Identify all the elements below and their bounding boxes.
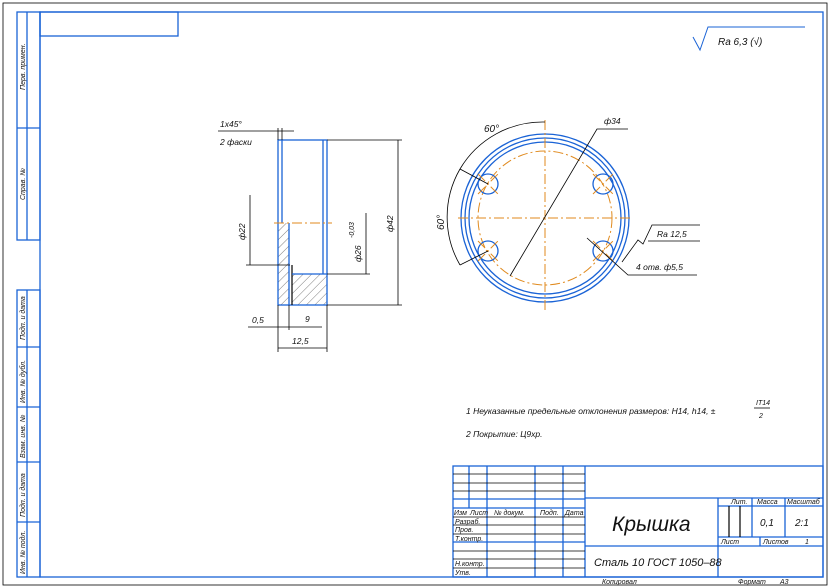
header-izm: Изм	[454, 510, 467, 517]
roughness-general: Ra 6,3 (√)	[718, 36, 762, 48]
mass-label: Масса	[757, 499, 778, 506]
diameter-26-tolerance: -0,03	[349, 222, 356, 238]
stamp-label: Подп. и дата	[19, 473, 27, 517]
diameter-34: ф34	[604, 116, 621, 126]
roughness-symbol: Ra 6,3 (√)	[692, 26, 805, 52]
dim-12-5: 12,5	[292, 336, 309, 346]
format-label: Формат	[738, 579, 766, 586]
chamfer-note: 2 фаски	[219, 137, 252, 147]
header-doc: № докум.	[494, 509, 525, 517]
stamp-label: Справ. №	[20, 168, 27, 200]
sheets-value: 1	[805, 539, 809, 546]
section-view: 1x45° 2 фаски ф42 ф22 ф26 -0,03 0,5 9 12…	[218, 119, 402, 352]
note-fraction-num: IT14	[756, 400, 770, 407]
role-label: Разраб.	[455, 518, 480, 526]
side-stamp-column: Перв. примен. Справ. № Подп. и дата Инв.…	[16, 11, 41, 578]
technical-notes: 1 Неуказанные предельные отклонения разм…	[465, 400, 770, 439]
sheet-label: Лист	[720, 539, 739, 546]
top-left-box	[39, 11, 179, 37]
dim-9: 9	[305, 314, 310, 324]
angle-60-top: 60°	[484, 124, 499, 135]
note-1: 1 Неуказанные предельные отклонения разм…	[466, 406, 716, 416]
note-2: 2 Покрытие: Ц9хр.	[465, 429, 542, 439]
chamfer-dimension: 1x45°	[220, 119, 242, 129]
diameter-22: ф22	[237, 223, 247, 240]
stamp-label: Инв. № дубл.	[19, 360, 27, 403]
role-label: Утв.	[454, 570, 471, 577]
scale-value: 2:1	[794, 518, 809, 529]
diameter-26: ф26	[353, 245, 363, 262]
format-value: А3	[779, 579, 789, 586]
header-list: Лист	[469, 510, 488, 517]
part-name: Крышка	[612, 513, 691, 536]
role-label: Пров.	[455, 527, 474, 534]
material: Сталь 10 ГОСТ 1050–88	[594, 557, 723, 569]
stamp-label: Инв. № подл.	[19, 531, 27, 574]
holes-callout: 4 отв. ф5,5	[636, 262, 683, 272]
header-date: Дата	[564, 510, 584, 517]
note-fraction-den: 2	[758, 413, 763, 420]
mass-value: 0,1	[760, 518, 774, 529]
sheets-label: Листов	[762, 539, 789, 546]
copied-label: Копировал	[602, 579, 637, 586]
header-sign: Подп.	[540, 509, 559, 517]
stamp-label: Подп. и дата	[19, 296, 27, 340]
title-block: Изм Лист № докум. Подп. Дата Разраб. Про…	[452, 465, 824, 586]
plan-view: ф34 60° 60° 4 отв. ф5,5 Ra 12,5	[436, 116, 700, 310]
drawing-frame	[39, 11, 824, 578]
lit-label: Лит.	[730, 499, 747, 506]
role-label: Т.контр.	[455, 536, 483, 543]
dim-0-5: 0,5	[252, 315, 264, 325]
stamp-label: Взам. инв. №	[20, 414, 27, 458]
roughness-holes: Ra 12,5	[657, 229, 687, 239]
role-label: Н.контр.	[455, 561, 485, 568]
stamp-label: Перв. примен.	[20, 43, 27, 90]
scale-label: Масштаб	[787, 498, 821, 506]
angle-60-left: 60°	[436, 215, 447, 230]
diameter-42: ф42	[385, 215, 395, 232]
